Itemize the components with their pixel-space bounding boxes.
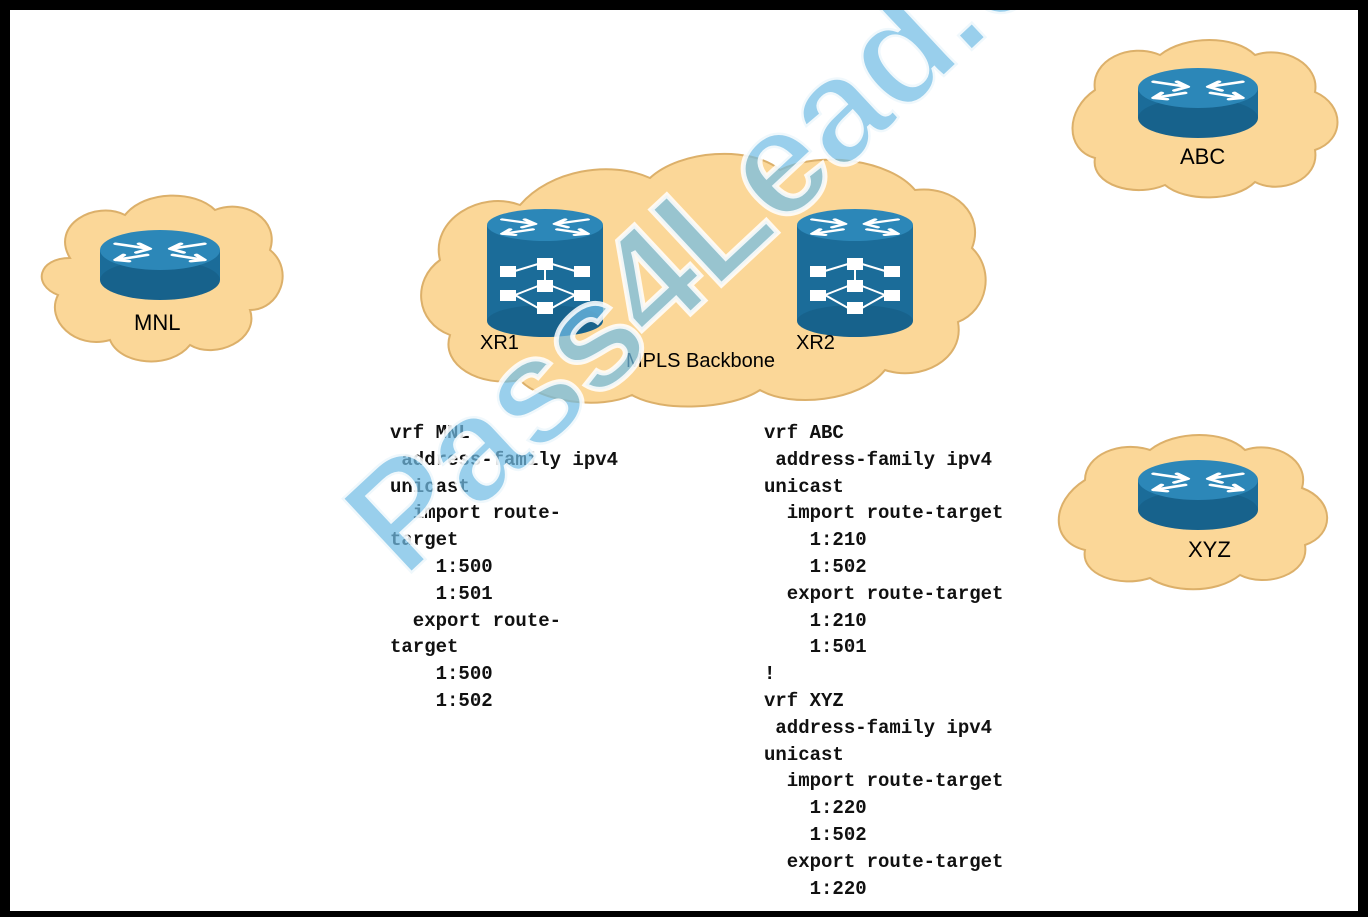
xyz-label: XYZ [1188,537,1231,562]
xr2-label: XR2 [796,332,835,354]
mnl-router-icon [100,230,220,300]
xr1-label: XR1 [480,332,519,354]
abc-router-icon [1138,68,1258,138]
vrf-mnl-config: vrf MNL address-family ipv4 unicast impo… [390,422,619,712]
abc-label: ABC [1180,144,1226,169]
mpls-backbone-label: MPLS Backbone [626,350,775,372]
vrf-abc-xyz-config: vrf ABC address-family ipv4 unicast impo… [764,422,1004,900]
xyz-router-icon [1138,460,1258,530]
topology-diagram [40,39,1339,591]
mnl-label: MNL [134,310,181,335]
